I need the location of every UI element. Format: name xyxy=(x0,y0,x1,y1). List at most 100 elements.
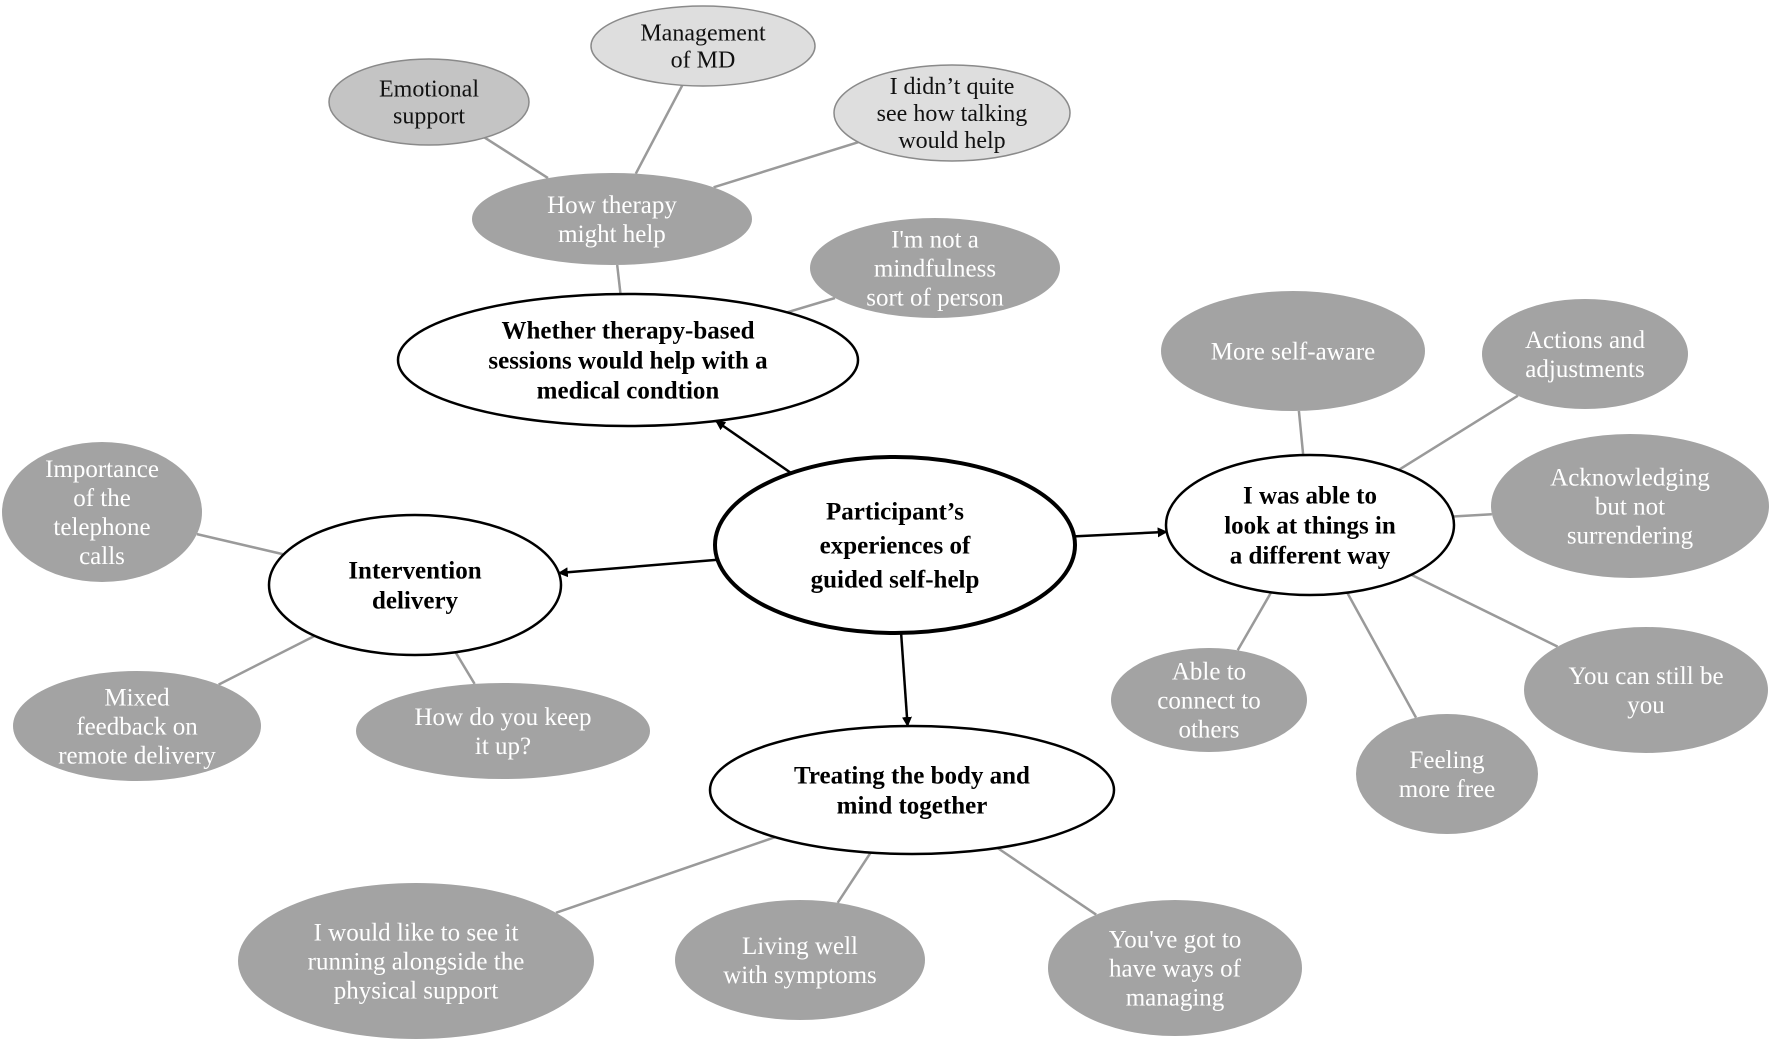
theme-label-line: Intervention xyxy=(348,558,481,585)
subtheme-label-line: Living well xyxy=(742,933,858,960)
subtheme-label-line: with symptoms xyxy=(723,962,877,989)
subtheme-label-line: more free xyxy=(1399,776,1495,803)
central-theme-ellipse xyxy=(713,455,1077,635)
subsubtheme-label-line: see how talking xyxy=(877,101,1028,127)
subtheme-label-line: How do you keep xyxy=(414,704,591,731)
connector-intervention-delivery-mixed-feedback xyxy=(218,634,316,686)
subtheme-label-line: managing xyxy=(1126,985,1225,1012)
theme-label-line: mind together xyxy=(837,793,988,820)
subtheme-ellipse xyxy=(1048,900,1302,1036)
subtheme-ellipse xyxy=(356,683,650,779)
subtheme-ellipse xyxy=(1356,714,1538,834)
connector-body-mind-living-well xyxy=(836,851,872,904)
subtheme-label-line: might help xyxy=(558,221,666,248)
subtheme-label-line: mindfulness xyxy=(874,256,996,283)
subtheme-label-line: physical support xyxy=(334,978,499,1005)
theme-label-line: Whether therapy-based xyxy=(501,318,754,345)
subtheme-label-line: it up? xyxy=(475,733,531,760)
subtheme-label-line: How therapy xyxy=(547,192,677,219)
subsubtheme-label-line: support xyxy=(393,104,465,130)
subtheme-ellipse xyxy=(1524,627,1768,753)
subtheme-label-line: Actions and xyxy=(1525,327,1646,354)
theme-label-line: medical condtion xyxy=(537,378,720,405)
subtheme-label-line: you xyxy=(1627,692,1665,719)
subtheme-label: More self-aware xyxy=(1211,339,1376,366)
subsubtheme-label-line: would help xyxy=(898,128,1005,154)
subsubtheme-label-line: Emotional xyxy=(379,77,479,103)
connector-intervention-delivery-keep-up xyxy=(454,651,476,685)
subtheme-label-line: surrendering xyxy=(1567,523,1694,550)
subsubtheme-ellipse xyxy=(328,58,530,146)
subtheme-ellipse xyxy=(2,442,202,582)
subtheme-ellipse xyxy=(810,218,1060,318)
subtheme-label-line: remote delivery xyxy=(58,743,216,770)
subtheme-ellipse xyxy=(472,173,752,265)
subtheme-label-line: I would like to see it xyxy=(314,920,519,947)
connector-body-mind-ways-managing xyxy=(996,846,1097,916)
subtheme-label-line: Importance xyxy=(45,456,159,483)
central-theme-label-line: guided self-help xyxy=(811,567,980,594)
connector-therapy-help-mindfulness xyxy=(786,296,836,314)
subtheme-label-line: Feeling xyxy=(1410,747,1485,774)
subtheme-label-line: calls xyxy=(79,543,125,570)
subtheme-label-line: of the xyxy=(73,485,131,512)
subtheme-label-line: sort of person xyxy=(866,285,1004,312)
subtheme-label-line: You've got to xyxy=(1109,927,1242,954)
arrow-central-intervention-delivery xyxy=(557,558,718,578)
subtheme-label-line: telephone xyxy=(53,514,150,541)
subtheme-ellipse xyxy=(1482,299,1688,409)
subtheme-label-line: connect to xyxy=(1157,688,1260,715)
connector-different-way-still-you xyxy=(1410,573,1559,648)
connector-therapy-help-how-therapy xyxy=(615,264,622,295)
theme-label-line: I was able to xyxy=(1243,483,1377,510)
connector-how-therapy-management xyxy=(634,84,684,175)
subtheme-label-line: adjustments xyxy=(1525,356,1644,383)
subtheme-ellipse xyxy=(238,883,594,1039)
subsubtheme-label-line: of MD xyxy=(671,48,736,74)
theme-label-line: look at things in xyxy=(1224,513,1396,540)
subtheme-label-line: More self-aware xyxy=(1211,339,1376,366)
central-theme-label-line: experiences of xyxy=(820,533,971,560)
subtheme-label-line: You can still be xyxy=(1568,663,1723,690)
subtheme-ellipse xyxy=(13,671,261,781)
connector-intervention-delivery-telephone xyxy=(196,532,284,556)
connector-different-way-connect xyxy=(1236,591,1273,651)
subtheme-label-line: feedback on xyxy=(76,714,198,741)
subtheme-label-line: Mixed xyxy=(104,685,170,712)
arrow-central-body-mind xyxy=(899,632,912,727)
subtheme-ellipse xyxy=(675,900,925,1020)
